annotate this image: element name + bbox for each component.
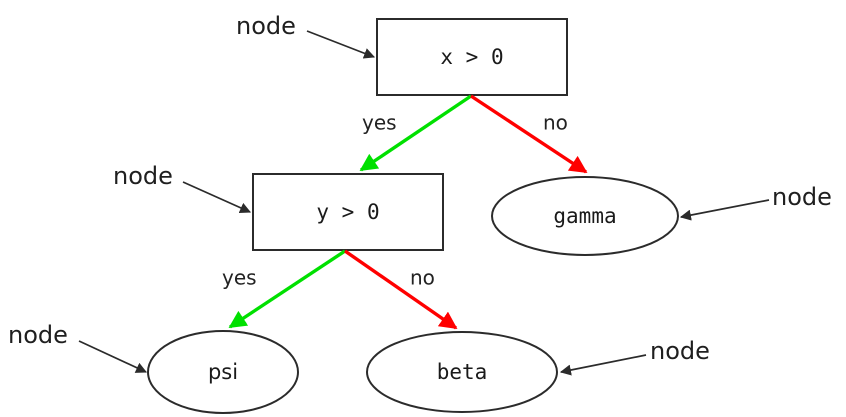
node-root-box[interactable] (376, 18, 568, 96)
node-beta-ellipse[interactable] (366, 331, 558, 413)
annotation-root-label: node (236, 12, 296, 40)
annotation-inner: node (113, 162, 252, 213)
edge-root-yes[interactable]: yes (359, 94, 472, 172)
edge-inner-yes[interactable]: yes (222, 249, 346, 329)
annotation-psi-leader (78, 340, 148, 373)
node-root[interactable]: x > 0 (376, 18, 568, 96)
edge-inner-no-label: no (410, 266, 435, 290)
node-inner-box[interactable] (252, 173, 444, 251)
node-inner[interactable]: y > 0 (252, 173, 444, 251)
edge-inner-no-line[interactable] (344, 249, 458, 330)
node-psi-ellipse[interactable] (147, 330, 299, 414)
edge-root-no-line[interactable] (470, 94, 588, 174)
edge-root-yes-line[interactable] (359, 94, 472, 172)
node-gamma[interactable]: gamma (491, 176, 679, 256)
annotation-root: node (236, 12, 376, 59)
annotation-beta-leader (559, 354, 647, 376)
annotation-gamma: node (679, 183, 832, 221)
annotation-psi-label: node (8, 321, 68, 349)
edge-inner-yes-label: yes (222, 266, 257, 290)
node-psi[interactable]: psi (147, 330, 299, 414)
node-beta[interactable]: beta (366, 331, 558, 413)
annotation-inner-leader (182, 181, 252, 213)
edge-root-no[interactable]: no (470, 94, 588, 174)
edge-inner-no[interactable]: no (344, 249, 458, 330)
annotation-beta-label: node (650, 337, 710, 365)
edge-inner-yes-line[interactable] (228, 249, 346, 329)
annotation-inner-label: node (113, 162, 173, 190)
annotation-gamma-label: node (772, 183, 832, 211)
node-beta-label: beta (437, 360, 488, 384)
node-psi-label: psi (208, 360, 238, 384)
node-root-label: x > 0 (440, 45, 503, 69)
annotation-root-leader (306, 30, 376, 59)
node-gamma-label: gamma (553, 204, 616, 228)
annotation-psi: node (8, 321, 148, 373)
annotation-beta: node (559, 337, 710, 376)
annotation-gamma-leader (679, 199, 770, 221)
node-gamma-ellipse[interactable] (491, 176, 679, 256)
node-inner-label: y > 0 (316, 200, 379, 224)
edge-root-yes-label: yes (362, 111, 397, 135)
edge-root-no-label: no (543, 111, 568, 135)
